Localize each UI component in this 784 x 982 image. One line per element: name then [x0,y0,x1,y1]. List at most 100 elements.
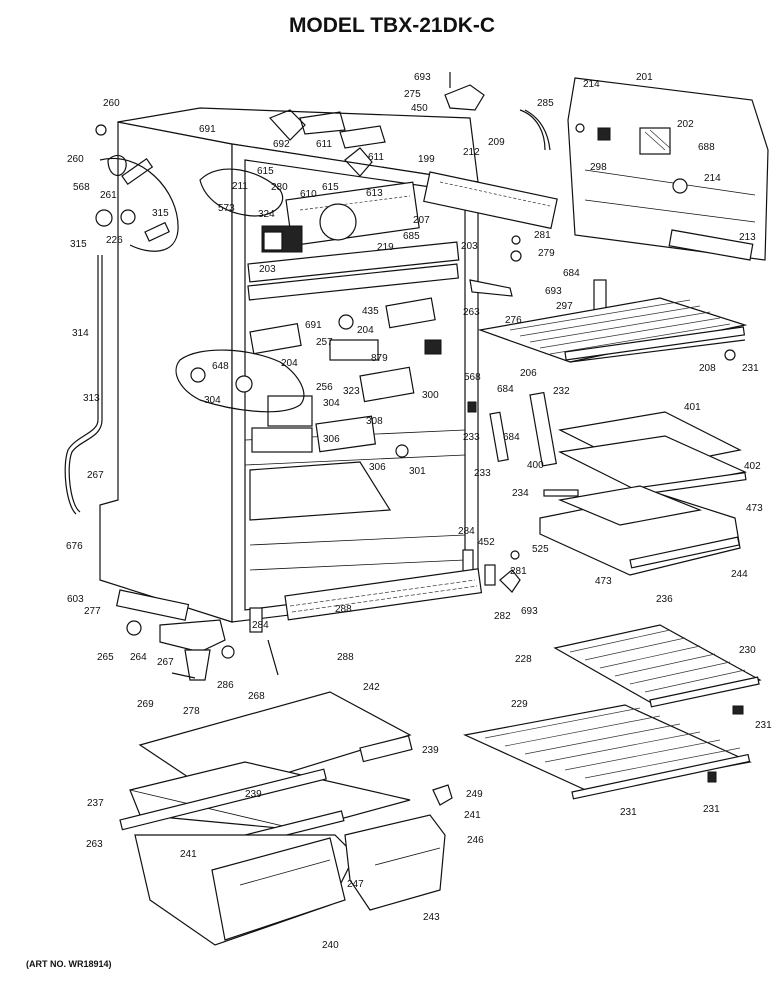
label-684: 684 [563,268,580,279]
label-257: 257 [316,337,333,348]
label-615: 615 [322,182,339,193]
label-228: 228 [515,654,532,665]
label-281: 281 [534,230,551,241]
art-number: (ART NO. WR18914) [26,959,112,969]
label-452: 452 [478,537,495,548]
label-243: 243 [423,912,440,923]
label-323: 323 [343,386,360,397]
label-261: 261 [100,190,117,201]
label-276: 276 [505,315,522,326]
part-labels: 260 691 692 611 611 199 693 275 450 285 … [66,72,772,951]
label-236: 236 [656,594,673,605]
label-244: 244 [731,569,748,580]
label-648: 648 [212,361,229,372]
label-239: 239 [245,789,262,800]
label-207: 207 [413,215,430,226]
label-231: 231 [742,363,759,374]
back-panel [567,77,769,261]
label-280: 280 [271,182,288,193]
label-611: 611 [368,152,384,163]
label-473: 473 [746,503,763,514]
label-233: 233 [474,468,491,479]
label-304: 304 [323,398,340,409]
label-400: 400 [527,460,544,471]
label-297: 297 [556,301,573,312]
label-231: 231 [703,804,720,815]
cabinet-body [99,107,479,623]
label-613: 613 [366,188,383,199]
label-246: 246 [467,835,484,846]
label-568: 568 [73,182,90,193]
label-209: 209 [488,137,505,148]
crisper-assembly [119,691,453,946]
label-691: 691 [199,124,216,135]
wire-shelves [463,624,762,800]
label-214: 214 [583,79,600,90]
label-285: 285 [537,98,554,109]
label-324: 324 [258,209,275,220]
label-267: 267 [87,470,104,481]
label-284: 284 [458,526,475,537]
label-267: 267 [157,657,174,668]
label-203: 203 [461,241,478,252]
label-684: 684 [497,384,514,395]
label-260: 260 [67,154,84,165]
label-693: 693 [414,72,431,83]
label-304: 304 [204,395,221,406]
label-281: 281 [510,566,527,577]
top-center-parts [423,72,607,311]
evaporator-assembly [199,109,420,253]
label-300: 300 [422,390,439,401]
label-298: 298 [590,162,607,173]
label-199: 199 [418,154,435,165]
label-269: 269 [137,699,154,710]
label-231: 231 [755,720,772,731]
freezer-shelf [477,297,748,363]
label-286: 286 [217,680,234,691]
label-263: 263 [463,307,480,318]
shelf-rails [467,391,557,467]
label-234: 234 [512,488,529,499]
label-204: 204 [357,325,374,336]
label-401: 401 [684,402,701,413]
label-282: 282 [494,611,511,622]
label-260: 260 [103,98,120,109]
label-450: 450 [411,103,428,114]
label-879: 879 [371,353,388,364]
label-603: 603 [67,594,84,605]
label-688: 688 [698,142,715,153]
label-247: 247 [347,879,364,890]
label-241: 241 [180,849,197,860]
label-306: 306 [323,434,340,445]
label-315: 315 [70,239,87,250]
label-573: 573 [218,203,235,214]
label-233: 233 [463,432,480,443]
label-229: 229 [511,699,528,710]
label-201: 201 [636,72,653,83]
label-231: 231 [620,807,637,818]
label-211: 211 [232,181,248,192]
control-assemblies [175,297,442,458]
label-202: 202 [677,119,694,130]
label-615: 615 [257,166,274,177]
label-242: 242 [363,682,380,693]
drawer-236 [539,485,741,576]
label-208: 208 [699,363,716,374]
label-685: 685 [403,231,420,242]
label-435: 435 [362,306,379,317]
label-277: 277 [84,606,101,617]
label-219: 219 [377,242,394,253]
label-279: 279 [538,248,555,259]
label-692: 692 [273,139,290,150]
label-237: 237 [87,798,104,809]
label-203: 203 [259,264,276,275]
label-473: 473 [595,576,612,587]
label-249: 249 [466,789,483,800]
label-212: 212 [463,147,480,158]
label-308: 308 [366,416,383,427]
diagram-title: MODEL TBX-21DK-C [288,14,496,37]
label-275: 275 [404,89,421,100]
glass-shelf [543,411,747,497]
label-306: 306 [369,462,386,473]
label-693: 693 [521,606,538,617]
